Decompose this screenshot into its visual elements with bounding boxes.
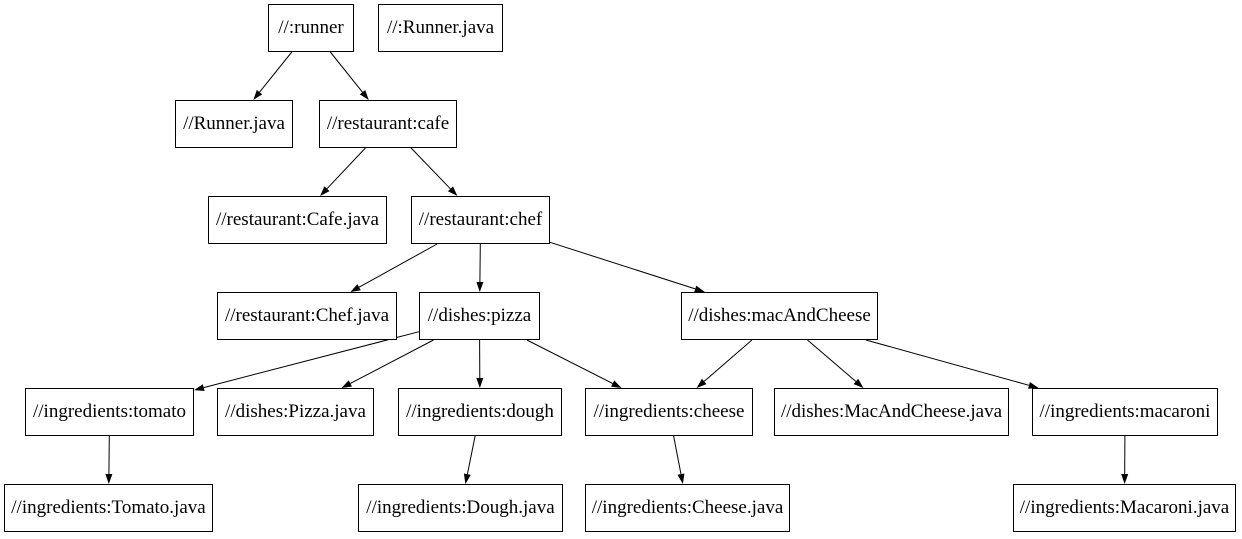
node-dishes-pizza-java: //dishes:Pizza.java [217, 388, 374, 436]
node-label: //restaurant:Chef.java [224, 305, 390, 326]
node-ingredients-cheese-java: //ingredients:Cheese.java [585, 484, 790, 532]
node-label: //ingredients:macaroni [1039, 401, 1211, 422]
node-label: //ingredients:dough [406, 401, 554, 422]
node-dishes-mac-and-cheese: //dishes:macAndCheese [681, 292, 878, 340]
node-restaurant-cafe: //restaurant:cafe [319, 100, 457, 148]
node-dishes-pizza: //dishes:pizza [419, 292, 540, 340]
node-runner: //:runner [268, 4, 354, 52]
node-dishes-mac-and-cheese-java: //dishes:MacAndCheese.java [774, 388, 1009, 436]
node-restaurant-cafe-java: //restaurant:Cafe.java [208, 196, 387, 244]
node-label: //dishes:Pizza.java [225, 401, 366, 422]
node-label: //:Runner.java [386, 17, 495, 38]
node-label: //ingredients:cheese [593, 401, 745, 422]
node-ingredients-dough-java: //ingredients:Dough.java [358, 484, 563, 532]
node-ingredients-macaroni-java: //ingredients:Macaroni.java [1013, 484, 1236, 532]
node-label: //Runner.java [183, 113, 285, 134]
node-ingredients-macaroni: //ingredients:macaroni [1032, 388, 1218, 436]
node-label: //:runner [278, 17, 344, 38]
node-label: //restaurant:cafe [326, 113, 450, 134]
node-root-runner-java: //:Runner.java [378, 4, 503, 52]
node-runner-java: //Runner.java [175, 100, 293, 148]
node-ingredients-dough: //ingredients:dough [398, 388, 562, 436]
node-label: //ingredients:Macaroni.java [1019, 497, 1230, 518]
node-label: //dishes:pizza [427, 305, 532, 326]
node-ingredients-tomato: //ingredients:tomato [25, 388, 194, 436]
node-restaurant-chef: //restaurant:chef [411, 196, 550, 244]
node-label: //dishes:MacAndCheese.java [780, 401, 1003, 422]
node-label: //ingredients:Dough.java [366, 497, 555, 518]
node-label: //restaurant:chef [418, 209, 543, 230]
node-ingredients-cheese: //ingredients:cheese [585, 388, 753, 436]
node-ingredients-tomato-java: //ingredients:Tomato.java [4, 484, 213, 532]
node-label: //ingredients:tomato [32, 401, 187, 422]
node-restaurant-chef-java: //restaurant:Chef.java [217, 292, 397, 340]
node-label: //ingredients:Cheese.java [591, 497, 784, 518]
node-label: //restaurant:Cafe.java [215, 209, 379, 230]
node-label: //ingredients:Tomato.java [11, 497, 206, 518]
node-label: //dishes:macAndCheese [688, 305, 871, 326]
